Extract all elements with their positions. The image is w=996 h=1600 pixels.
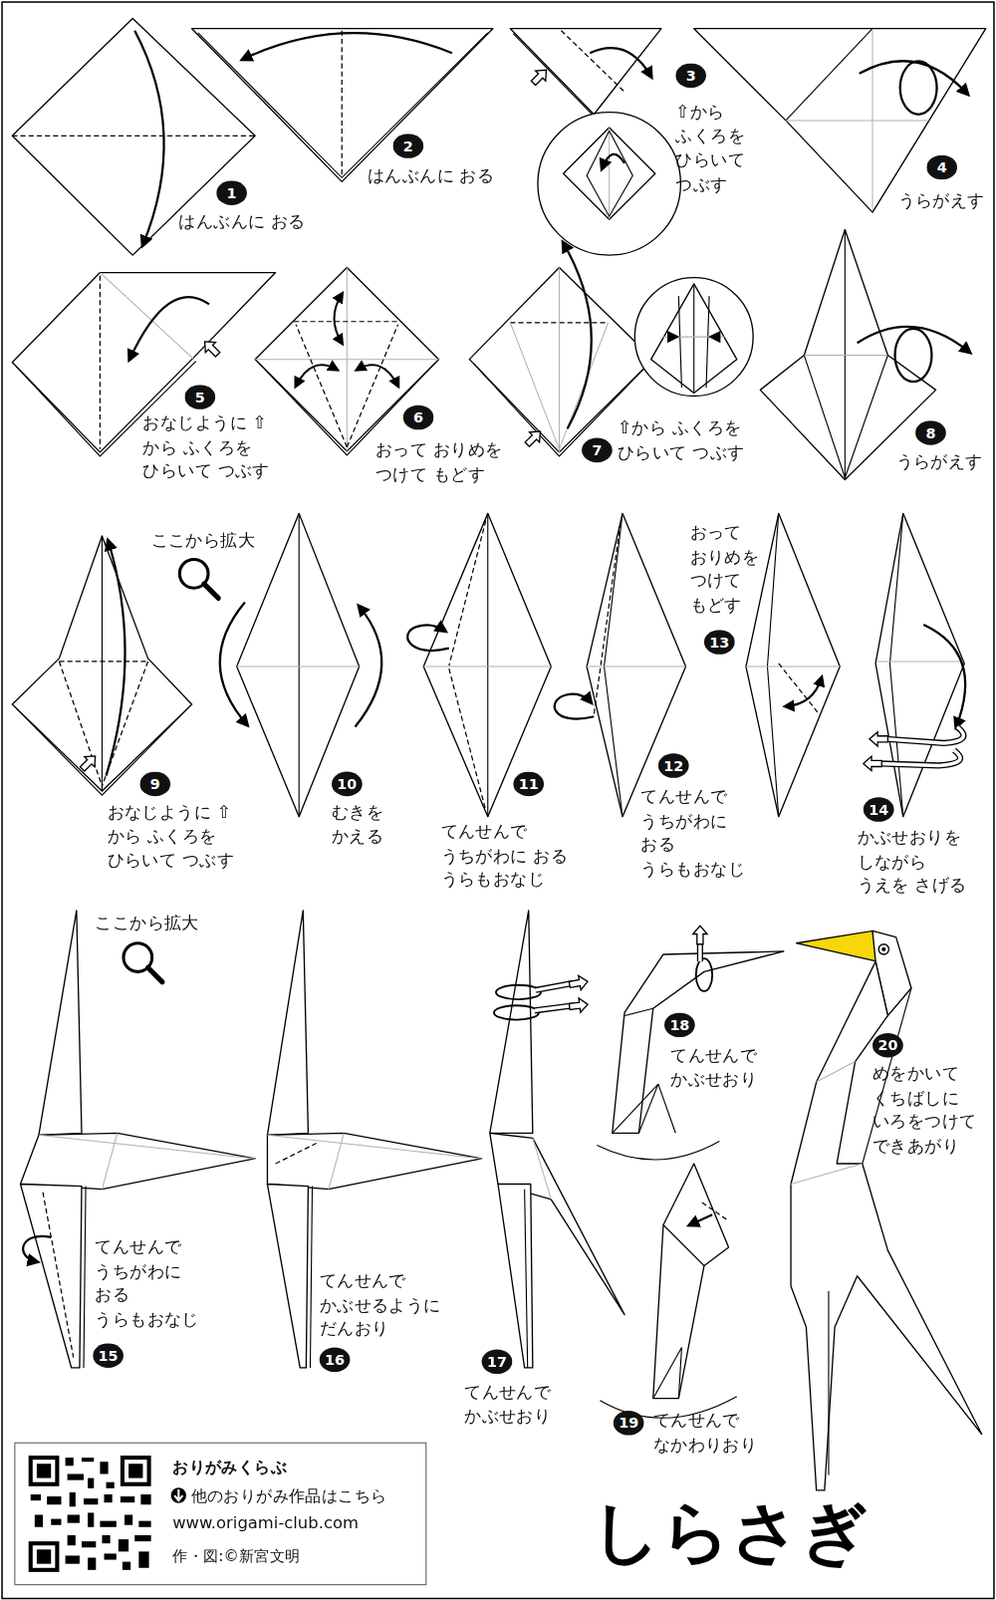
callout-number: 17 [482, 1349, 513, 1375]
callout-number: 3 [675, 63, 707, 89]
instruction-text: おなじように ⇧から ふくろを ひらいて つぶす [142, 411, 296, 484]
instruction-text: むきを かえる [331, 799, 389, 848]
instruction-text: めをかいて くちばしに いろをつけて できあがり [872, 1061, 982, 1158]
callout-number: 16 [319, 1346, 351, 1372]
instruction-text: てんせんで うちがわに おる うらもおなじ [94, 1235, 206, 1331]
instruction-text: うらがえす [896, 450, 984, 475]
callout-number: 15 [92, 1342, 124, 1368]
callout-number: 11 [512, 771, 544, 797]
callout-number: 12 [658, 752, 690, 778]
callout-number: 14 [863, 796, 895, 822]
instruction-text: てんせんで うちがわに おる うらもおなじ [441, 819, 595, 892]
title: しらさぎ [591, 1492, 870, 1574]
instruction-text: はんぶんに おる [178, 210, 305, 235]
credit-text: 他のおりがみ作品はこちら [191, 1486, 388, 1506]
callout-number: 6 [403, 405, 435, 431]
instruction-text: てんせんで かぶせるように だんおり [319, 1268, 447, 1341]
instruction-text: うらがえす [898, 189, 986, 214]
instruction-text: おなじように ⇧から ふくろを ひらいて つぶす [107, 799, 261, 872]
instruction-text: おって おりめを つけて もどす [690, 520, 764, 617]
callout-number: 1 [216, 180, 248, 206]
instruction-text: ⇧から ふくろを ひらいて つぶす [617, 416, 771, 465]
callout-number: 18 [664, 1011, 696, 1037]
instruction-text: かぶせおりを しながら うえを さげる [857, 825, 976, 898]
credit-text: 作・図:©新宮文明 [172, 1544, 300, 1565]
credit-text: www.origami-club.com [172, 1511, 359, 1532]
callout-number: 5 [184, 384, 216, 410]
callout-number: 19 [613, 1410, 645, 1436]
callout-number: 10 [331, 771, 363, 797]
credit-text: おりがみくらぶ [172, 1457, 287, 1478]
instruction-text: ここから拡大 [151, 528, 256, 553]
instruction-text: てんせんで かぶせおり [670, 1042, 762, 1091]
instruction-text: てんせんで なかわりおり [653, 1408, 764, 1457]
instruction-text: てんせんで うちがわに おる うらもおなじ [640, 784, 751, 881]
callout-number: 7 [581, 438, 613, 464]
instruction-text: てんせんで かぶせおり [464, 1379, 556, 1428]
callout-number: 2 [392, 133, 424, 159]
credit-box: おりがみくらぶ他のおりがみ作品はこちら www.origami-club.com 作… [13, 1442, 427, 1585]
callout-number: 4 [926, 155, 958, 181]
instruction-text: はんぶんに おる [367, 164, 495, 189]
instruction-text: ここから拡大 [94, 911, 200, 936]
instruction-text: おって おりめを つけて もどす [375, 438, 529, 487]
callout-number: 20 [872, 1032, 904, 1058]
callout-number: 13 [704, 629, 736, 655]
instruction-text: ⇧から ふくろを ひらいて つぶす [675, 99, 749, 196]
callout-number: 9 [139, 771, 171, 797]
callout-number: 8 [915, 420, 947, 446]
